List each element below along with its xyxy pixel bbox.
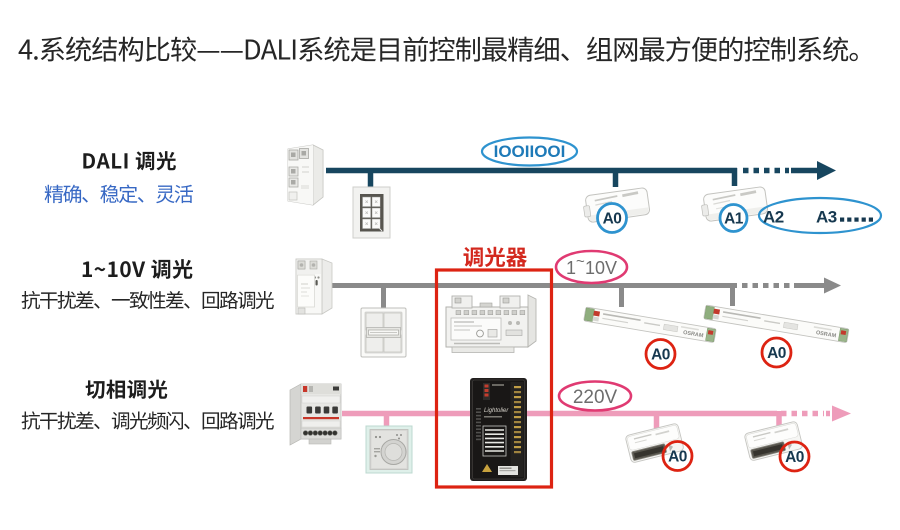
svg-text:IOOIIOOI: IOOIIOOI xyxy=(494,142,566,161)
svg-text:220V: 220V xyxy=(573,387,618,408)
svg-text:A0: A0 xyxy=(668,449,687,466)
svg-text:OSRAM: OSRAM xyxy=(683,330,705,339)
svg-text:Lightolier: Lightolier xyxy=(484,408,509,414)
svg-text:~: ~ xyxy=(576,253,585,270)
svg-text:A0: A0 xyxy=(767,345,786,362)
svg-text:A1: A1 xyxy=(724,211,744,228)
svg-text:1: 1 xyxy=(566,258,576,278)
svg-text:A0: A0 xyxy=(651,347,670,364)
svg-text:A3: A3 xyxy=(816,208,837,227)
svg-text:OSRAM: OSRAM xyxy=(815,330,837,339)
svg-text:A0: A0 xyxy=(603,211,622,228)
svg-text:A0: A0 xyxy=(785,449,804,466)
svg-text:10V: 10V xyxy=(585,258,617,278)
svg-text:A2: A2 xyxy=(763,208,784,227)
